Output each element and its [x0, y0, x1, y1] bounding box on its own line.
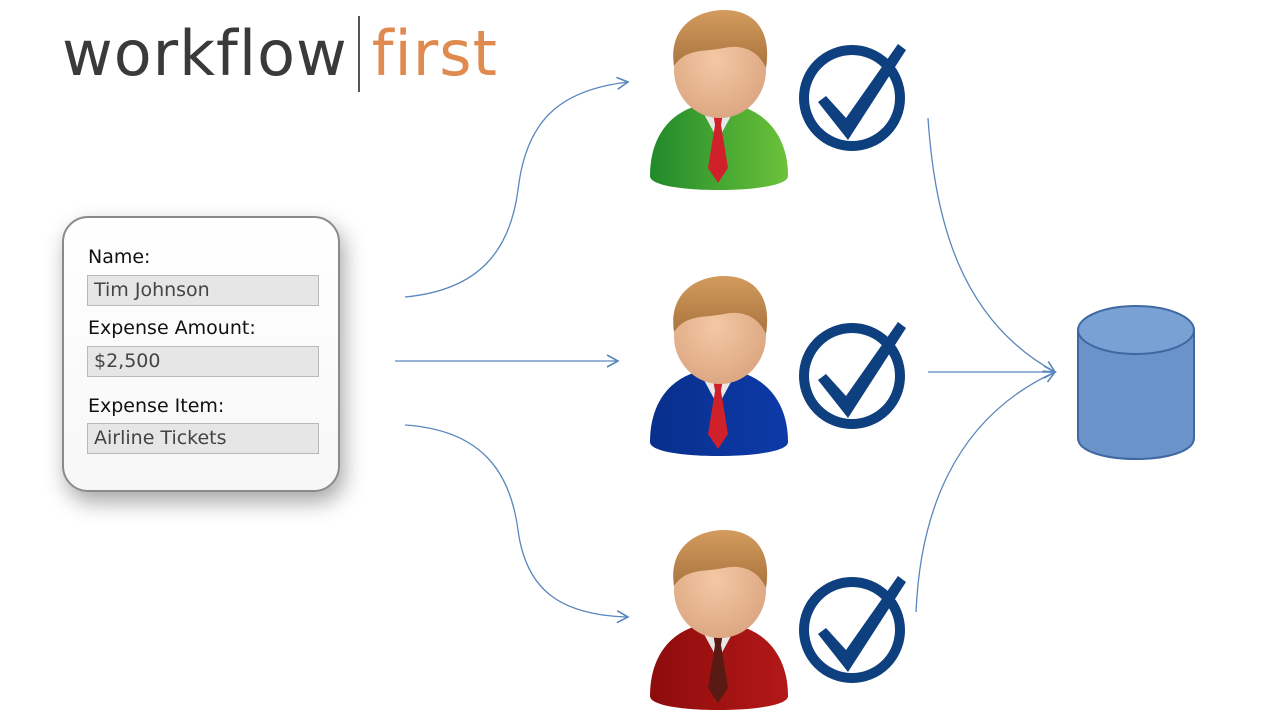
expense-item-label: Expense Item: — [88, 395, 225, 417]
arrow-bottom-approval-to-database — [915, 370, 1057, 613]
approver-red-person-icon — [650, 530, 788, 710]
approver-green-person-icon — [650, 10, 788, 190]
arrow-form-to-approver-top — [404, 76, 630, 298]
expense-form-card: Name: Tim Johnson Expense Amount: $2,500… — [62, 216, 340, 492]
expense-amount-field[interactable]: $2,500 — [87, 346, 319, 377]
check-icon — [799, 44, 906, 151]
check-icon — [799, 322, 906, 429]
database-icon — [1077, 305, 1195, 460]
name-label: Name: — [88, 246, 151, 268]
workflowfirst-logo: workflow first — [62, 14, 498, 94]
logo-word-workflow: workflow — [62, 17, 348, 90]
arrow-form-to-approver-bottom — [404, 424, 630, 624]
name-field[interactable]: Tim Johnson — [87, 275, 319, 306]
expense-amount-label: Expense Amount: — [88, 317, 256, 339]
approver-blue-person-icon — [650, 276, 788, 456]
logo-divider — [357, 16, 360, 92]
logo-word-first: first — [371, 17, 498, 90]
arrow-top-approval-to-database — [927, 117, 1057, 373]
check-icon — [799, 576, 906, 683]
expense-item-field[interactable]: Airline Tickets — [87, 423, 319, 454]
